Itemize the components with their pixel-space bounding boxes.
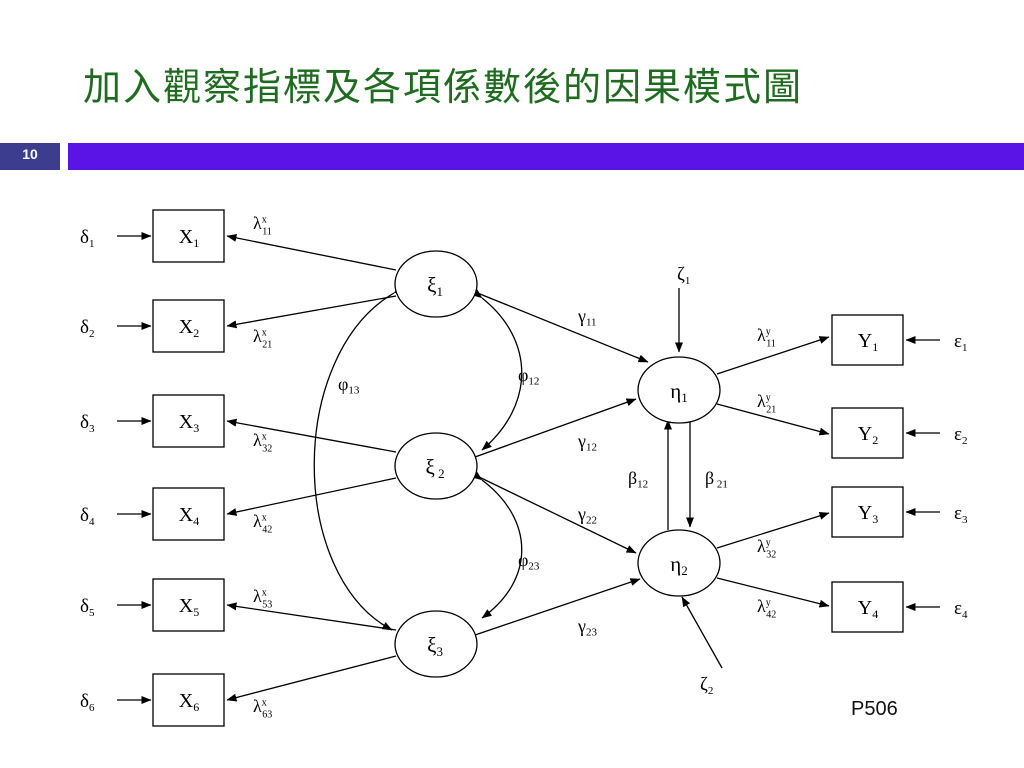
x-indicator-box [152, 487, 225, 541]
delta-label: δ5 [80, 596, 95, 619]
eta-latent-ellipse [637, 356, 721, 424]
gamma-path [474, 578, 641, 636]
xi-latent-ellipse [394, 432, 478, 500]
x-indicator-label: X3 [179, 411, 199, 435]
eta-label: η2 [670, 552, 687, 578]
y-indicator-label: Y2 [858, 423, 878, 447]
lambda-y-path [716, 512, 830, 549]
gamma-path [474, 474, 637, 554]
delta-label: δ4 [80, 505, 95, 528]
x-indicator-label: X1 [179, 226, 199, 250]
epsilon-label: ε1 [954, 331, 967, 354]
phi-curve [472, 288, 523, 451]
y-indicator-box [831, 581, 904, 633]
eta-label: η1 [670, 379, 687, 405]
lambda-x-path [226, 655, 397, 702]
gamma-label: γ11 [577, 306, 597, 329]
phi-label: φ13 [338, 374, 360, 397]
beta-label: β 21 [705, 468, 728, 491]
lambda-x-path [226, 233, 397, 271]
x-indicator-label: X2 [179, 316, 199, 340]
lambda-x-path [226, 602, 397, 631]
x-indicator-box [152, 578, 225, 632]
zeta-label: ζ1 [677, 264, 690, 287]
xi-label: ξ3 [427, 633, 443, 659]
gamma-label: γ23 [577, 616, 597, 639]
xi-latent-ellipse [394, 610, 478, 678]
header-accent-bar [68, 143, 1024, 170]
lambda-x-path [226, 295, 397, 329]
zeta-arrow [681, 596, 723, 669]
x-indicator-box [152, 394, 225, 448]
phi-curve [472, 471, 523, 619]
phi-curve [313, 284, 405, 631]
x-indicator-label: X4 [179, 504, 199, 528]
slide-number: 10 [22, 146, 38, 162]
delta-label: δ6 [80, 691, 95, 714]
phi-label: φ23 [518, 550, 540, 573]
delta-label: δ2 [80, 317, 94, 340]
xi-label: ξ1 [427, 273, 443, 299]
delta-label: δ3 [80, 412, 95, 435]
xi-label: ξ 2 [425, 455, 444, 481]
lambda-x-path [226, 418, 397, 453]
x-indicator-label: X6 [179, 690, 199, 714]
slide-number-box [0, 143, 60, 170]
slide-title: 加入觀察指標及各項係數後的因果模式圖 [83, 65, 804, 109]
lambda-y-path [716, 577, 830, 608]
beta-label: β12 [628, 468, 648, 491]
epsilon-label: ε2 [954, 424, 967, 447]
gamma-label: γ22 [577, 504, 597, 527]
y-indicator-box [831, 407, 904, 459]
lambda-y-path [716, 403, 830, 436]
epsilon-label: ε4 [954, 598, 968, 621]
page-reference: P506 [851, 698, 898, 720]
lambda-y-path [716, 336, 830, 375]
eta-latent-ellipse [637, 529, 721, 597]
y-indicator-label: Y4 [858, 597, 878, 621]
gamma-path [474, 291, 649, 363]
lambda-x-path [226, 477, 397, 516]
gamma-path [474, 398, 637, 458]
delta-label: δ1 [80, 227, 94, 250]
x-indicator-box [152, 209, 225, 263]
gamma-label: γ12 [577, 431, 597, 454]
x-indicator-box [152, 299, 225, 353]
y-indicator-label: Y1 [858, 330, 878, 354]
x-indicator-label: X5 [179, 595, 199, 619]
y-indicator-label: Y3 [858, 502, 878, 526]
xi-latent-ellipse [394, 250, 478, 318]
zeta-label: ζ2 [700, 674, 713, 697]
phi-label: φ12 [518, 365, 539, 388]
x-indicator-box [152, 673, 225, 727]
epsilon-label: ε3 [954, 503, 968, 526]
y-indicator-box [831, 314, 904, 366]
y-indicator-box [831, 486, 904, 538]
